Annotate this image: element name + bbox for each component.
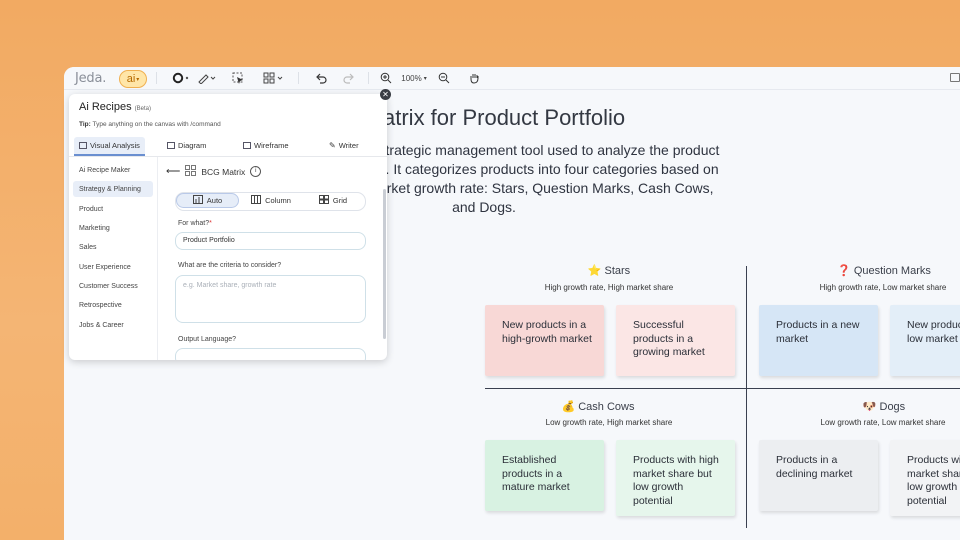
sidebar-item-ai-recipe-maker[interactable]: Ai Recipe Maker bbox=[79, 166, 131, 174]
zoom-in-icon[interactable] bbox=[378, 69, 394, 87]
info-icon[interactable]: i bbox=[250, 166, 262, 177]
matrix-vertical-axis bbox=[746, 266, 747, 528]
stars-title: Stars bbox=[604, 265, 631, 277]
toolbar-divider bbox=[298, 72, 299, 84]
toolbar: Jeda. ai▾ 100%▾ bbox=[64, 67, 960, 90]
hand-icon[interactable] bbox=[466, 69, 482, 87]
layout-auto-button[interactable]: Auto bbox=[176, 193, 239, 208]
layout-selector: Auto Column Grid bbox=[175, 192, 366, 211]
stars-heading[interactable]: ⭐Stars bbox=[509, 264, 709, 277]
toolbar-divider bbox=[368, 72, 369, 84]
redo-icon[interactable] bbox=[341, 69, 357, 87]
layout-column-button[interactable]: Column bbox=[241, 193, 301, 208]
for-what-input[interactable]: Product Portfolio bbox=[175, 232, 366, 250]
sidebar-item-retrospective[interactable]: Retrospective bbox=[79, 301, 122, 309]
stars-card[interactable]: Successful products in a growing market bbox=[616, 305, 735, 376]
dogs-subtitle: Low growth rate, Low market share bbox=[820, 418, 946, 427]
wireframe-icon bbox=[243, 142, 251, 149]
jeda-logo: Jeda. bbox=[75, 70, 107, 86]
sidebar-item-sales[interactable]: Sales bbox=[79, 243, 97, 251]
cash-cows-title: Cash Cows bbox=[578, 401, 635, 413]
zoom-out-icon[interactable] bbox=[436, 69, 452, 87]
bcg-grid-icon bbox=[185, 165, 197, 178]
tab-wireframe[interactable]: Wireframe bbox=[243, 137, 289, 154]
question-marks-card[interactable]: New products with low market share bbox=[890, 305, 960, 376]
panel-scrollbar[interactable] bbox=[383, 189, 386, 339]
dogs-heading[interactable]: 🐶Dogs bbox=[784, 400, 960, 413]
sidebar-item-customer-success[interactable]: Customer Success bbox=[79, 282, 138, 290]
undo-icon[interactable] bbox=[313, 69, 329, 87]
star-icon: ⭐ bbox=[587, 265, 602, 277]
layout-grid-button[interactable]: Grid bbox=[303, 193, 363, 208]
close-icon[interactable]: ✕ bbox=[380, 89, 391, 100]
criteria-textarea[interactable]: e.g. Market share, growth rate bbox=[175, 275, 366, 323]
stars-subtitle: High growth rate, High market share bbox=[544, 283, 674, 292]
tab-diagram[interactable]: Diagram bbox=[167, 137, 206, 154]
panel-tabs: Visual Analysis Diagram Wireframe ✎Write… bbox=[69, 134, 387, 157]
sidebar-item-strategy-planning[interactable]: Strategy & Planning bbox=[73, 181, 153, 197]
zoom-level[interactable]: 100%▾ bbox=[401, 73, 427, 83]
dog-icon: 🐶 bbox=[862, 401, 877, 413]
tab-writer[interactable]: ✎Writer bbox=[329, 141, 359, 150]
cash-cows-heading[interactable]: 💰Cash Cows bbox=[498, 400, 698, 413]
ai-label: ai bbox=[126, 73, 136, 85]
toolbar-divider bbox=[156, 72, 157, 84]
recipe-category-sidebar: Ai Recipe Maker Strategy & Planning Prod… bbox=[69, 157, 158, 360]
matrix-horizontal-axis bbox=[485, 388, 960, 389]
fullscreen-icon[interactable] bbox=[950, 73, 960, 82]
cash-cows-card[interactable]: Established products in a mature market bbox=[485, 440, 604, 511]
ai-recipes-panel: Ai Recipes (Beta) Tip: Type anything on … bbox=[69, 94, 387, 360]
grid-layout-icon bbox=[318, 195, 329, 206]
cash-cows-card[interactable]: Products with high market share but low … bbox=[616, 440, 735, 516]
recipe-title: BCG Matrix bbox=[201, 166, 246, 177]
money-bag-icon: 💰 bbox=[561, 401, 576, 413]
beta-badge: (Beta) bbox=[134, 106, 151, 112]
breadcrumb: ⟵ BCG Matrix i bbox=[166, 165, 262, 178]
select-icon[interactable] bbox=[230, 69, 246, 87]
question-marks-heading[interactable]: ❓Question Marks bbox=[784, 264, 960, 277]
pen-icon: ✎ bbox=[329, 141, 336, 150]
diagram-icon bbox=[167, 142, 175, 149]
question-marks-title: Question Marks bbox=[853, 265, 931, 277]
ai-button[interactable]: ai▾ bbox=[119, 70, 147, 88]
stars-card[interactable]: New products in a high-growth market bbox=[485, 305, 604, 376]
column-layout-icon bbox=[251, 195, 262, 206]
auto-layout-icon bbox=[192, 195, 203, 206]
output-language-select[interactable] bbox=[175, 348, 366, 360]
visual-analysis-icon bbox=[79, 142, 87, 149]
sidebar-item-product[interactable]: Product bbox=[79, 205, 104, 213]
sidebar-item-marketing[interactable]: Marketing bbox=[79, 224, 110, 232]
question-marks-card[interactable]: Products in a new market bbox=[759, 305, 878, 376]
dogs-card[interactable]: Products with low market share and low g… bbox=[890, 440, 960, 516]
dogs-card[interactable]: Products in a declining market bbox=[759, 440, 878, 511]
output-language-label: Output Language? bbox=[178, 336, 236, 343]
criteria-label: What are the criteria to consider? bbox=[178, 262, 282, 269]
tab-visual-analysis[interactable]: Visual Analysis bbox=[74, 137, 145, 156]
panel-title: Ai Recipes (Beta) bbox=[79, 101, 151, 113]
circle-tool-icon[interactable] bbox=[170, 69, 192, 87]
layout-icon[interactable] bbox=[262, 69, 286, 87]
panel-tip: Tip: Type anything on the canvas with /c… bbox=[79, 121, 221, 128]
cash-cows-subtitle: Low growth rate, High market share bbox=[545, 418, 673, 427]
sidebar-item-user-experience[interactable]: User Experience bbox=[79, 263, 131, 271]
for-what-label: For what?* bbox=[178, 220, 212, 227]
back-arrow-icon[interactable]: ⟵ bbox=[166, 166, 181, 177]
dogs-title: Dogs bbox=[879, 401, 906, 413]
question-marks-subtitle: High growth rate, Low market share bbox=[819, 283, 947, 292]
sidebar-item-jobs-career[interactable]: Jobs & Career bbox=[79, 321, 124, 329]
pen-tool-icon[interactable] bbox=[196, 69, 218, 87]
question-mark-icon: ❓ bbox=[837, 265, 851, 277]
